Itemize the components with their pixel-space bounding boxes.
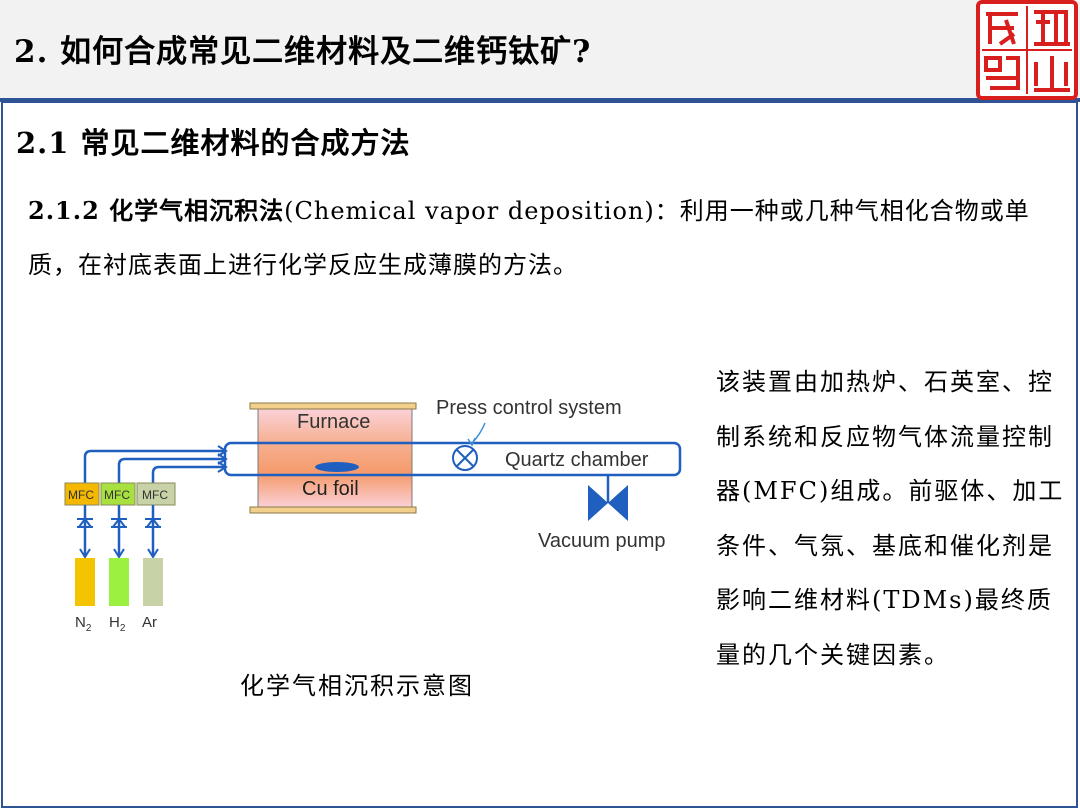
cu-foil-label: Cu foil bbox=[302, 478, 359, 500]
svg-text:MFC: MFC bbox=[68, 488, 94, 502]
cylinder-h2 bbox=[109, 558, 129, 606]
vacuum-pump-icon bbox=[588, 485, 608, 521]
furnace-label: Furnace bbox=[297, 411, 370, 433]
cylinder-n2 bbox=[75, 558, 95, 606]
furnace bbox=[249, 402, 417, 514]
gas-label-ar: Ar bbox=[142, 614, 157, 631]
subsection-paragraph: 2.1.2 化学气相沉积法(Chemical vapor deposition)… bbox=[28, 184, 1048, 292]
page-title: 2. 如何合成常见二维材料及二维钙钛矿? bbox=[14, 34, 592, 70]
mfc-n2: MFC bbox=[64, 482, 100, 506]
side-description: 该装置由加热炉、石英室、控制系统和反应物气体流量控制器(MFC)组成。前驱体、加… bbox=[716, 368, 1065, 669]
cvd-diagram: Furnace Quartz chamber Cu foil Press con… bbox=[64, 397, 682, 634]
subsection-body: (Chemical vapor deposition)：利用一种或几种气相化合物… bbox=[28, 197, 1030, 279]
press-control-label: Press control system bbox=[436, 397, 622, 419]
subsection-lead: 2.1.2 化学气相沉积法 bbox=[28, 196, 285, 225]
section-title: 2.1 常见二维材料的合成方法 bbox=[16, 126, 411, 160]
vacuum-pump-label: Vacuum pump bbox=[538, 530, 665, 552]
gas-label-h2: H2 bbox=[109, 614, 126, 634]
line-valve-icon bbox=[77, 518, 161, 528]
figure-caption: 化学气相沉积示意图 bbox=[240, 672, 474, 700]
svg-text:MFC: MFC bbox=[104, 488, 130, 502]
quartz-chamber-label: Quartz chamber bbox=[505, 449, 649, 471]
gas-label-n2: N2 bbox=[75, 614, 92, 634]
cu-foil bbox=[315, 462, 359, 472]
content-frame bbox=[1, 101, 1078, 808]
title-bar: 2. 如何合成常见二维材料及二维钙钛矿? bbox=[0, 0, 1080, 102]
svg-text:MFC: MFC bbox=[142, 488, 168, 502]
cylinder-ar bbox=[143, 558, 163, 606]
mfc-h2: MFC bbox=[100, 482, 136, 506]
mfc-ar: MFC bbox=[136, 482, 176, 506]
logo-seal-icon bbox=[976, 0, 1078, 100]
